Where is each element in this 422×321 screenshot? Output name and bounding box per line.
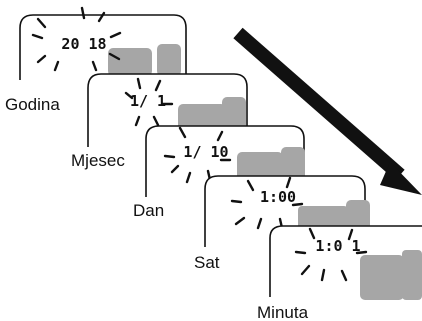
lcd-readout: 1:0 1 bbox=[315, 237, 360, 255]
step-label: Minuta bbox=[257, 303, 309, 321]
diagonal-arrow-icon bbox=[233, 27, 422, 195]
screen-sat: 1:00 Sat bbox=[194, 175, 370, 272]
gray-block bbox=[222, 97, 246, 132]
lcd-panel bbox=[204, 175, 370, 247]
lcd-panel bbox=[87, 73, 248, 147]
step-label: Dan bbox=[133, 201, 164, 220]
step-label: Godina bbox=[5, 95, 60, 114]
lcd-readout: 1:00 bbox=[260, 188, 296, 206]
blink-rays-icon bbox=[163, 126, 232, 184]
gray-block bbox=[281, 147, 305, 182]
gray-block bbox=[178, 104, 226, 132]
gray-block bbox=[157, 44, 181, 76]
lcd-readout: 1/ 1 bbox=[130, 92, 166, 110]
gray-block bbox=[298, 206, 348, 231]
gray-block bbox=[360, 255, 404, 300]
step-label: Sat bbox=[194, 253, 220, 272]
screen-mjesec: 1/ 1 Mjesec bbox=[71, 73, 248, 170]
gray-block bbox=[402, 250, 422, 300]
lcd-panel bbox=[269, 225, 422, 300]
gray-block bbox=[346, 200, 370, 232]
lcd-readout: 1/ 10 bbox=[183, 143, 228, 161]
step-label: Mjesec bbox=[71, 151, 125, 170]
gray-block bbox=[237, 152, 283, 182]
blink-rays-icon bbox=[124, 77, 174, 127]
screen-minuta: 1:0 1 Minuta bbox=[257, 225, 422, 321]
lcd-readout: 20 18 bbox=[61, 35, 106, 53]
gray-block bbox=[108, 48, 152, 76]
blink-rays-icon bbox=[31, 6, 122, 72]
blink-rays-icon bbox=[294, 227, 368, 282]
